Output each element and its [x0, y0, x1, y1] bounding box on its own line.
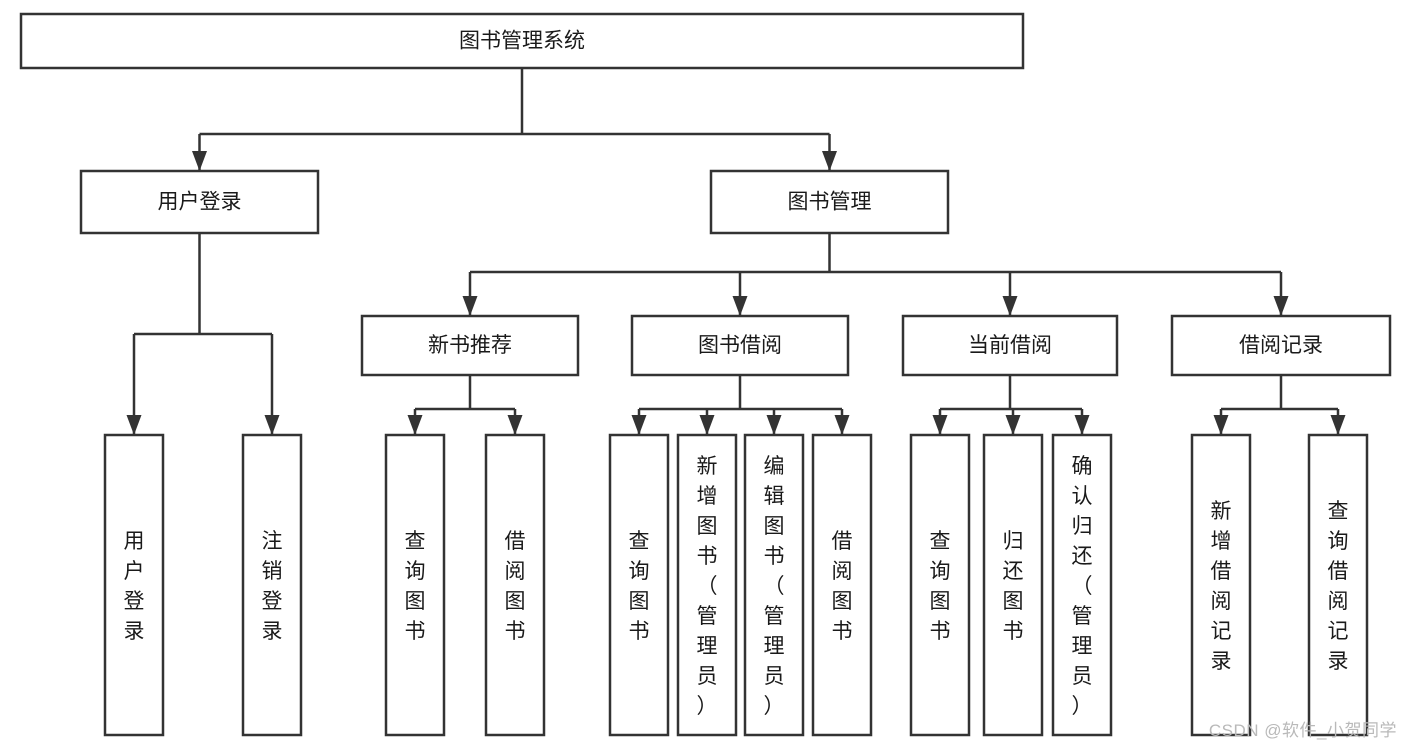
node-rect[interactable]: [79, 169, 320, 235]
node-rect[interactable]: [384, 433, 446, 737]
node-label: 查询图书: [405, 530, 426, 643]
node-label: 用户登录: [158, 191, 242, 214]
node-label: 确认归还（管理员）: [1072, 455, 1093, 718]
node-label: 借阅记录: [1239, 334, 1323, 357]
node-leaf-6[interactable]: 编辑图书（管理员）: [743, 433, 805, 737]
node-rect[interactable]: [676, 433, 738, 737]
node-rect[interactable]: [1051, 433, 1113, 737]
node-label: 借阅图书: [832, 530, 853, 643]
node-label: 注销登录: [262, 530, 283, 643]
node-leaf-7[interactable]: 借阅图书: [811, 433, 873, 737]
node-rect[interactable]: [901, 314, 1119, 377]
arrow-head-icon: [932, 415, 948, 435]
node-leaf-9[interactable]: 归还图书: [982, 433, 1044, 737]
node-leaf-5[interactable]: 新增图书（管理员）: [676, 433, 738, 737]
node-leaf-3[interactable]: 借阅图书: [484, 433, 546, 737]
node-label: 查询图书: [930, 530, 951, 643]
arrow-head-icon: [192, 151, 207, 171]
arrow-head-icon: [699, 415, 715, 435]
node-label: 新增借阅记录: [1211, 500, 1232, 673]
arrow-head-icon: [462, 296, 478, 316]
node-label: 查询图书: [629, 530, 650, 643]
arrow-head-icon: [1002, 296, 1018, 316]
node-level2-0[interactable]: 新书推荐: [360, 314, 580, 377]
node-rect[interactable]: [241, 433, 303, 737]
node-rect[interactable]: [1190, 433, 1252, 737]
node-label: 查询借阅记录: [1328, 500, 1349, 673]
node-leaf-2[interactable]: 查询图书: [384, 433, 446, 737]
node-label: 图书管理系统: [459, 30, 585, 53]
node-boxes: 图书管理系统用户登录图书管理新书推荐图书借阅当前借阅借阅记录用户登录注销登录查询…: [19, 12, 1392, 737]
node-level1-0[interactable]: 用户登录: [79, 169, 320, 235]
node-label: 图书管理: [788, 191, 872, 214]
node-label: 新书推荐: [428, 334, 512, 357]
arrow-head-icon: [732, 296, 748, 316]
arrow-head-icon: [126, 415, 142, 435]
node-label: 编辑图书（管理员）: [764, 455, 785, 718]
node-leaf-0[interactable]: 用户登录: [103, 433, 165, 737]
node-label: 借阅图书: [505, 530, 526, 643]
node-rect[interactable]: [19, 12, 1025, 70]
node-leaf-4[interactable]: 查询图书: [608, 433, 670, 737]
node-rect[interactable]: [982, 433, 1044, 737]
node-rect[interactable]: [811, 433, 873, 737]
node-rect[interactable]: [608, 433, 670, 737]
arrow-head-icon: [1074, 415, 1090, 435]
node-level2-1[interactable]: 图书借阅: [630, 314, 850, 377]
arrow-head-icon: [1273, 296, 1289, 316]
arrow-head-icon: [766, 415, 782, 435]
arrow-head-icon: [407, 415, 423, 435]
node-level2-2[interactable]: 当前借阅: [901, 314, 1119, 377]
arrow-head-icon: [507, 415, 523, 435]
node-label: 归还图书: [1003, 530, 1024, 643]
arrow-head-icon: [1330, 415, 1346, 435]
node-leaf-10[interactable]: 确认归还（管理员）: [1051, 433, 1113, 737]
node-rect[interactable]: [484, 433, 546, 737]
node-leaf-11[interactable]: 新增借阅记录: [1190, 433, 1252, 737]
node-rect[interactable]: [103, 433, 165, 737]
node-rect[interactable]: [360, 314, 580, 377]
node-leaf-8[interactable]: 查询图书: [909, 433, 971, 737]
node-label: 图书借阅: [698, 334, 782, 357]
node-rect[interactable]: [909, 433, 971, 737]
arrow-head-icon: [834, 415, 850, 435]
arrow-head-icon: [822, 151, 837, 171]
watermark-label: CSDN @软件_小贺同学: [1208, 721, 1397, 740]
node-leaf-12[interactable]: 查询借阅记录: [1307, 433, 1369, 737]
node-leaf-1[interactable]: 注销登录: [241, 433, 303, 737]
node-rect[interactable]: [630, 314, 850, 377]
arrow-head-icon: [1005, 415, 1021, 435]
node-level1-1[interactable]: 图书管理: [709, 169, 950, 235]
node-level2-3[interactable]: 借阅记录: [1170, 314, 1392, 377]
arrow-head-icon: [631, 415, 647, 435]
node-rect[interactable]: [743, 433, 805, 737]
node-label: 用户登录: [124, 530, 145, 643]
node-root-system[interactable]: 图书管理系统: [19, 12, 1025, 70]
connector-edges: [126, 68, 1346, 435]
node-rect[interactable]: [709, 169, 950, 235]
arrow-head-icon: [1213, 415, 1229, 435]
node-rect[interactable]: [1170, 314, 1392, 377]
node-label: 新增图书（管理员）: [697, 455, 718, 718]
arrow-head-icon: [264, 415, 280, 435]
node-label: 当前借阅: [968, 334, 1052, 357]
node-rect[interactable]: [1307, 433, 1369, 737]
